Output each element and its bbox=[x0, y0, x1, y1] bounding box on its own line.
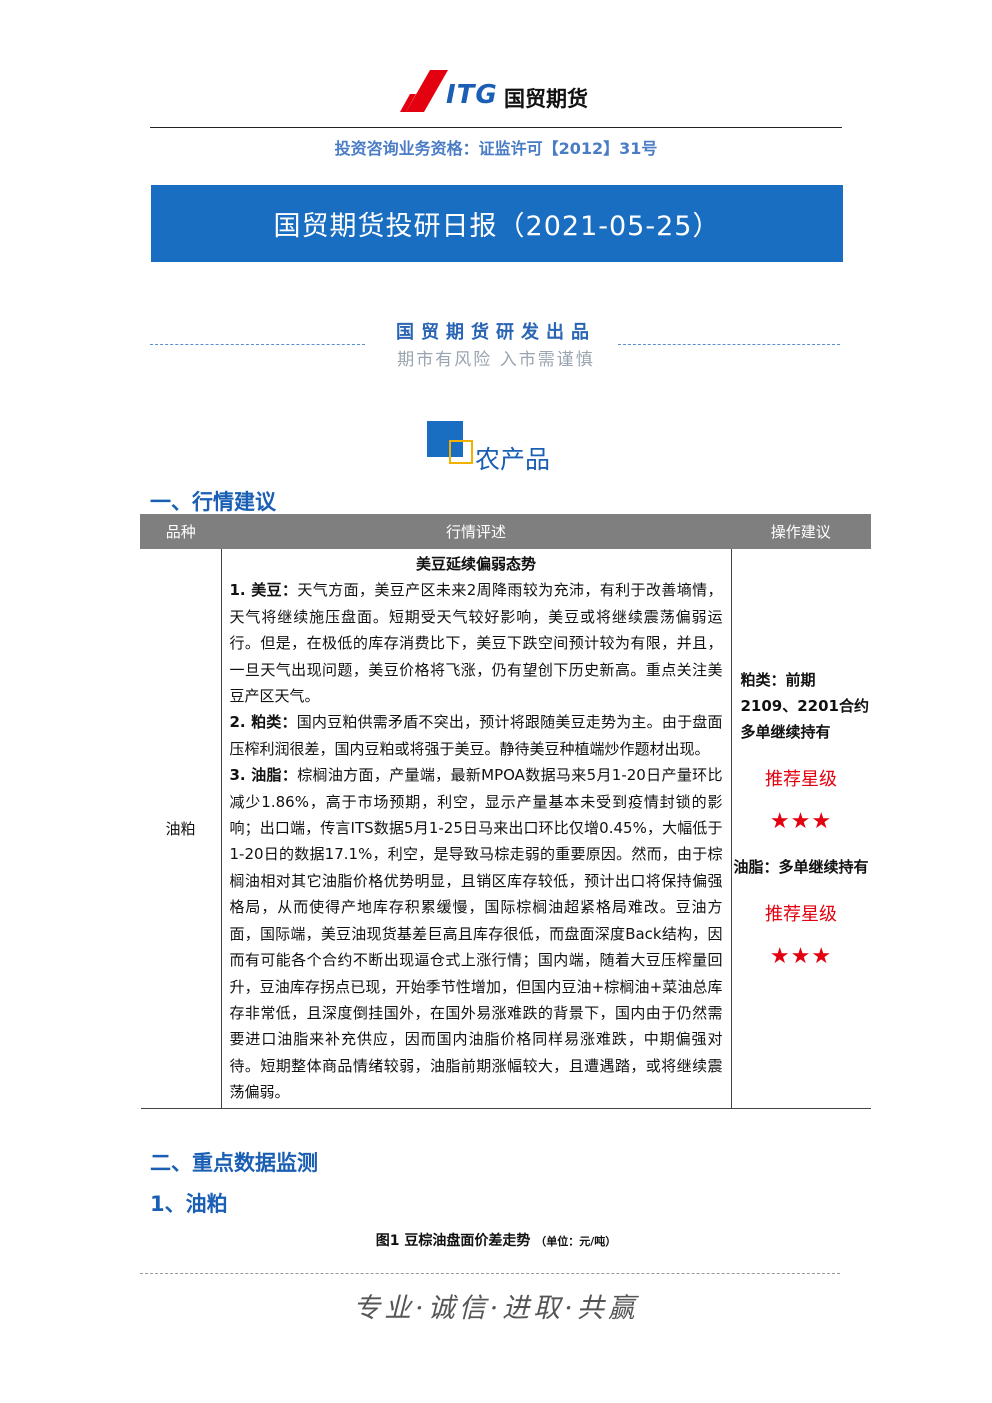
star-rating-icon: ★★★ bbox=[769, 944, 833, 970]
star-rating-icon: ★★★ bbox=[769, 809, 833, 835]
recommend-rating-label: 推荐星级 bbox=[765, 769, 837, 791]
review-cell: 美豆延续偏弱态势 1. 美豆：天气方面，美豆产区未来2周降雨较为充沛，有利于改善… bbox=[221, 548, 732, 1109]
logo-red-stripe-icon bbox=[400, 70, 448, 112]
paragraph-text: 棕榈油方面，产量端，最新MPOA数据马来5月1-20日产量环比减少1.86%，高… bbox=[229, 766, 723, 1102]
dashed-divider-left bbox=[150, 344, 365, 345]
table-header-row: 品种 行情评述 操作建议 bbox=[140, 514, 871, 549]
report-title-banner: 国贸期货投研日报（2021-05-25） bbox=[151, 185, 843, 262]
advice-cell: 粕类：前期2109、2201合约多单继续持有 推荐星级 ★★★ 油脂：多单继续持… bbox=[731, 548, 871, 1109]
company-logo: ITG 国贸期货 bbox=[400, 70, 600, 114]
paragraph-text: 国内豆粕供需矛盾不突出，预计将跟随美豆走势为主。由于盘面压榨利润很差，国内豆粕或… bbox=[229, 713, 723, 758]
column-header-advice: 操作建议 bbox=[730, 514, 871, 549]
variety-cell: 油粕 bbox=[140, 548, 222, 1109]
column-header-review: 行情评述 bbox=[220, 514, 732, 549]
paragraph-label: 2. 粕类： bbox=[229, 713, 297, 732]
risk-slogan: 期市有风险 入市需谨慎 bbox=[397, 350, 595, 370]
advice-table: 品种 行情评述 操作建议 油粕 美豆延续偏弱态势 1. 美豆：天气方面，美豆产区… bbox=[140, 514, 871, 1109]
footer-motto: 专业·诚信·进取·共赢 bbox=[353, 1293, 639, 1324]
paragraph-text: 天气方面，美豆产区未来2周降雨较为充沛，有利于改善墒情，天气将继续施压盘面。短期… bbox=[229, 581, 723, 706]
recommend-rating-label: 推荐星级 bbox=[765, 904, 837, 926]
review-paragraph-soybean: 1. 美豆：天气方面，美豆产区未来2周降雨较为充沛，有利于改善墒情，天气将继续施… bbox=[230, 577, 723, 709]
column-header-variety: 品种 bbox=[140, 514, 222, 549]
producer-line: 国贸期货研发出品 bbox=[396, 322, 596, 343]
figure-unit: （单位：元/吨） bbox=[535, 1235, 617, 1248]
report-title: 国贸期货投研日报（2021-05-25） bbox=[273, 211, 721, 242]
logo-company-name: 国贸期货 bbox=[504, 87, 588, 111]
header-divider bbox=[150, 127, 842, 128]
review-paragraph-oil: 3. 油脂：棕榈油方面，产量端，最新MPOA数据马来5月1-20日产量环比减少1… bbox=[230, 762, 723, 1105]
paragraph-label: 3. 油脂： bbox=[229, 766, 298, 785]
section-square-icon bbox=[427, 421, 477, 467]
advice-meal: 粕类：前期2109、2201合约多单继续持有 bbox=[740, 671, 870, 742]
advice-oil: 油脂：多单继续持有 bbox=[733, 858, 869, 877]
review-subtitle: 美豆延续偏弱态势 bbox=[415, 555, 536, 573]
license-text: 投资咨询业务资格：证监许可【2012】31号 bbox=[334, 139, 658, 158]
heading-market-advice: 一、行情建议 bbox=[150, 490, 276, 514]
footer-divider bbox=[140, 1273, 840, 1274]
heading-data-monitoring: 二、重点数据监测 bbox=[150, 1151, 318, 1175]
heading-oil-meal: 1、油粕 bbox=[150, 1192, 228, 1216]
section-title: 农产品 bbox=[475, 445, 551, 474]
logo-text: ITG bbox=[446, 80, 498, 110]
figure-title: 图1 豆棕油盘面价差走势 bbox=[375, 1233, 531, 1249]
review-paragraph-meal: 2. 粕类：国内豆粕供需矛盾不突出，预计将跟随美豆走势为主。由于盘面压榨利润很差… bbox=[230, 709, 723, 762]
figure-caption: 图1 豆棕油盘面价差走势 （单位：元/吨） bbox=[150, 1230, 842, 1250]
paragraph-label: 1. 美豆： bbox=[229, 581, 298, 600]
table-row: 油粕 美豆延续偏弱态势 1. 美豆：天气方面，美豆产区未来2周降雨较为充沛，有利… bbox=[140, 548, 871, 1109]
dashed-divider-right bbox=[618, 344, 840, 345]
